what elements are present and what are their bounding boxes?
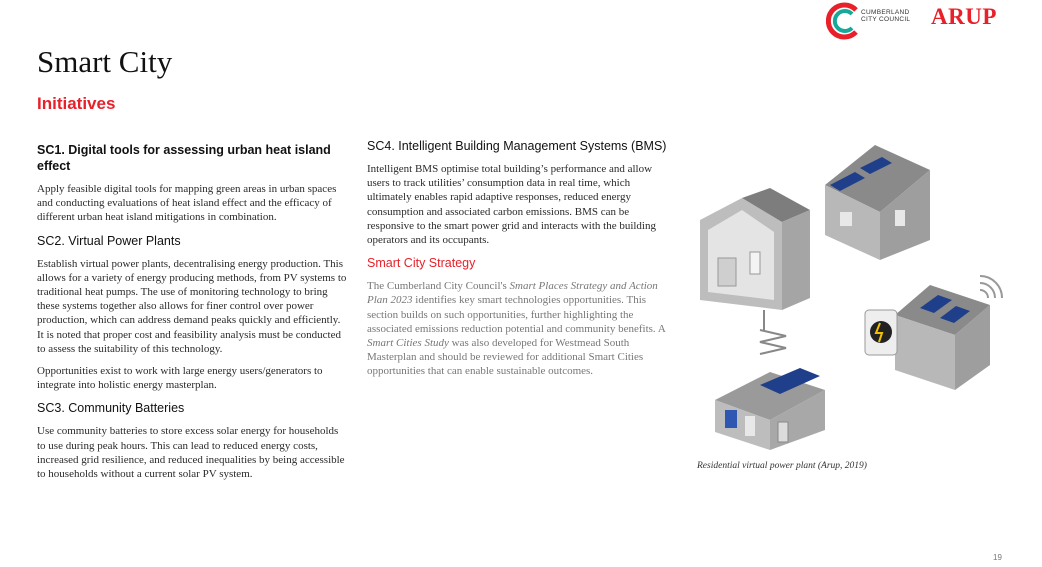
house-solar-top-icon	[825, 145, 930, 260]
sc4-heading: SC4. Intelligent Building Management Sys…	[367, 139, 667, 153]
virtual-power-plant-illustration	[690, 140, 1010, 460]
sc4-body: Intelligent BMS optimise total building’…	[367, 163, 656, 247]
cumberland-logo-mark	[825, 2, 860, 45]
strategy-heading: Smart City Strategy	[367, 256, 476, 271]
page-subtitle: Initiatives	[37, 94, 116, 113]
page-title: Smart City	[37, 44, 173, 79]
page-number: 19	[993, 553, 1002, 562]
council-name: CUMBERLAND CITY COUNCIL	[861, 9, 911, 23]
sc3-body: Use community batteries to store excess …	[37, 425, 345, 481]
figure-caption: Residential virtual power plant (Arup, 2…	[697, 461, 867, 471]
strategy-body: The Cumberland City Council's Smart Plac…	[367, 280, 666, 378]
sc1-heading: SC1. Digital tools for assessing urban h…	[37, 143, 331, 173]
middle-column: SC4. Intelligent Building Management Sys…	[367, 138, 672, 387]
house-cutaway-icon	[700, 188, 810, 355]
arup-logo: ARUP	[931, 4, 997, 29]
house-heat-pump-icon	[864, 275, 1003, 390]
sc3-heading: SC3. Community Batteries	[37, 401, 185, 416]
sc2-heading: SC2. Virtual Power Plants	[37, 233, 181, 248]
sc2-body: Establish virtual power plants, decentra…	[37, 257, 347, 355]
left-column: SC1. Digital tools for assessing urban h…	[37, 142, 347, 489]
sc2-body-opportunities: Opportunities exist to work with large e…	[37, 365, 323, 392]
sc1-body: Apply feasible digital tools for mapping…	[37, 183, 337, 224]
house-battery-icon	[715, 368, 825, 450]
